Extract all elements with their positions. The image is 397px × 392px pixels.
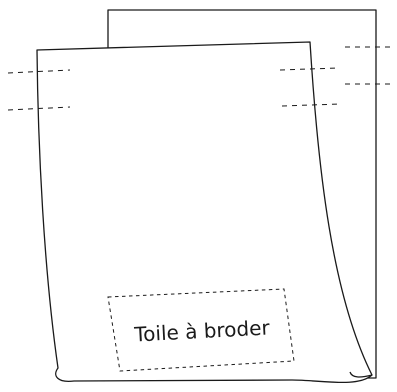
front-sheet <box>36 41 373 384</box>
guide-dash-left-lower <box>7 106 71 111</box>
curl-edge <box>349 371 373 378</box>
guide-dash-left-upper <box>7 69 71 74</box>
label-frame <box>107 288 295 372</box>
